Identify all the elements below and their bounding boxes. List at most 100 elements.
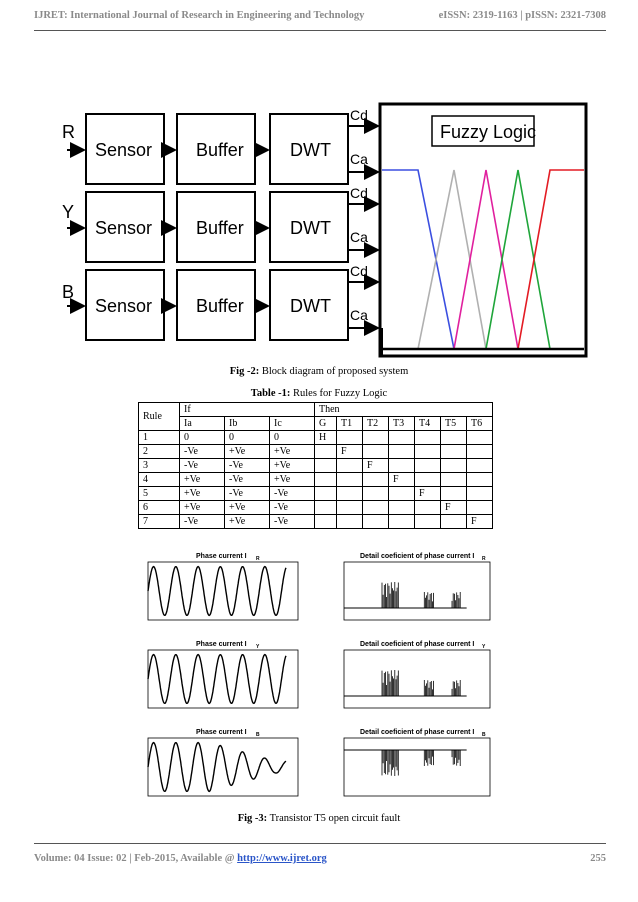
plot-title: Phase current I bbox=[196, 553, 247, 560]
table-cell: -Ve bbox=[179, 458, 225, 473]
table-cell bbox=[440, 486, 467, 501]
ca-label-r: Ca bbox=[350, 151, 368, 167]
page-header: IJRET: International Journal of Research… bbox=[34, 10, 606, 21]
table-cell: F bbox=[362, 458, 389, 473]
table-cell bbox=[336, 472, 363, 487]
header-divider bbox=[34, 30, 606, 31]
table-cell: -Ve bbox=[269, 514, 315, 529]
table-cell: F bbox=[414, 486, 441, 501]
table-caption-label: Table -1: bbox=[250, 388, 291, 399]
table-cell: -Ve bbox=[179, 514, 225, 529]
fuzzy-rules-table: Rule If Then Ia Ib Ic G T1 T2 T3 T4 T5 T… bbox=[138, 402, 493, 529]
table-cell bbox=[466, 472, 493, 487]
header-g: G bbox=[314, 416, 337, 431]
header-t4: T4 bbox=[414, 416, 441, 431]
table-cell bbox=[466, 430, 493, 445]
table-cell bbox=[362, 500, 389, 515]
input-label-b: B bbox=[62, 282, 74, 302]
plot-title-subscript: B bbox=[482, 732, 486, 738]
mf-green-line bbox=[485, 169, 551, 350]
table-cell: +Ve bbox=[224, 444, 270, 459]
table-cell bbox=[314, 514, 337, 529]
table-cell: +Ve bbox=[269, 472, 315, 487]
table-cell bbox=[388, 514, 415, 529]
footer-volume-text: Volume: 04 Issue: 02 | Feb-2015, Availab… bbox=[34, 853, 238, 864]
table-cell: -Ve bbox=[179, 444, 225, 459]
fig3-caption: Fig -3: Transistor T5 open circuit fault bbox=[0, 813, 638, 824]
table-cell: -Ve bbox=[224, 486, 270, 501]
table-cell bbox=[466, 444, 493, 459]
table-cell: F bbox=[440, 500, 467, 515]
plot-title-subscript: Y bbox=[256, 644, 260, 650]
mf-magenta-line bbox=[453, 169, 519, 350]
table-cell: F bbox=[388, 472, 415, 487]
fig2-caption-text: Block diagram of proposed system bbox=[259, 366, 409, 377]
buffer-label-r: Buffer bbox=[196, 140, 244, 160]
fig2-caption: Fig -2: Block diagram of proposed system bbox=[0, 366, 638, 377]
table-cell bbox=[362, 472, 389, 487]
table-cell: -Ve bbox=[269, 500, 315, 515]
ca-label-b: Ca bbox=[350, 307, 368, 323]
phase-current-plot-y: Phase current I Y bbox=[147, 641, 299, 709]
table-cell: 6 bbox=[138, 500, 180, 515]
table-cell bbox=[362, 514, 389, 529]
journal-link[interactable]: http://www.ijret.org bbox=[237, 853, 327, 864]
table-cell bbox=[440, 430, 467, 445]
table-cell bbox=[414, 444, 441, 459]
table-cell bbox=[466, 500, 493, 515]
fig2-caption-label: Fig -2: bbox=[229, 366, 260, 377]
table-cell bbox=[414, 472, 441, 487]
page-footer: Volume: 04 Issue: 02 | Feb-2015, Availab… bbox=[34, 853, 606, 864]
header-ia: Ia bbox=[179, 416, 225, 431]
ca-label-y: Ca bbox=[350, 229, 368, 245]
waveform-line bbox=[147, 741, 287, 793]
table-cell: +Ve bbox=[269, 444, 315, 459]
footer-volume: Volume: 04 Issue: 02 | Feb-2015, Availab… bbox=[34, 853, 327, 864]
header-ic: Ic bbox=[269, 416, 315, 431]
table-cell bbox=[336, 458, 363, 473]
dwt-label-y: DWT bbox=[290, 218, 331, 238]
plot-title: Phase current I bbox=[196, 641, 247, 648]
mf-red-line bbox=[517, 169, 584, 350]
table-cell bbox=[336, 514, 363, 529]
fig3-caption-label: Fig -3: bbox=[237, 813, 268, 824]
table-cell bbox=[388, 458, 415, 473]
plot-title: Phase current I bbox=[196, 729, 247, 736]
table-cell bbox=[314, 472, 337, 487]
plot-title-subscript: Y bbox=[482, 644, 486, 650]
journal-title: IJRET: International Journal of Research… bbox=[34, 10, 365, 21]
fuzzy-title-box bbox=[431, 115, 535, 147]
table-cell: 2 bbox=[138, 444, 180, 459]
table-subheader-row: Ia Ib Ic G T1 T2 T3 T4 T5 T6 bbox=[139, 416, 493, 431]
table-cell: +Ve bbox=[269, 458, 315, 473]
table-cell bbox=[314, 444, 337, 459]
plot-frame bbox=[343, 561, 491, 621]
table-caption: Table -1: Rules for Fuzzy Logic bbox=[0, 388, 638, 399]
table-cell: +Ve bbox=[179, 486, 225, 501]
mf-blue-line bbox=[382, 169, 455, 350]
dwt-block-b bbox=[269, 269, 349, 341]
header-t6: T6 bbox=[466, 416, 493, 431]
buffer-label-y: Buffer bbox=[196, 218, 244, 238]
dwt-label-b: DWT bbox=[290, 296, 331, 316]
table-cell: 0 bbox=[269, 430, 315, 445]
diagram-row-b: B Sensor Buffer DWT Cd Ca bbox=[62, 263, 380, 341]
table-cell bbox=[466, 458, 493, 473]
cd-label-r: Cd bbox=[350, 107, 368, 123]
dwt-block-r bbox=[269, 113, 349, 185]
buffer-block-y bbox=[176, 191, 256, 263]
table-cell: +Ve bbox=[179, 500, 225, 515]
sensor-block-b bbox=[85, 269, 165, 341]
table-cell bbox=[314, 500, 337, 515]
table-cell: -Ve bbox=[269, 486, 315, 501]
